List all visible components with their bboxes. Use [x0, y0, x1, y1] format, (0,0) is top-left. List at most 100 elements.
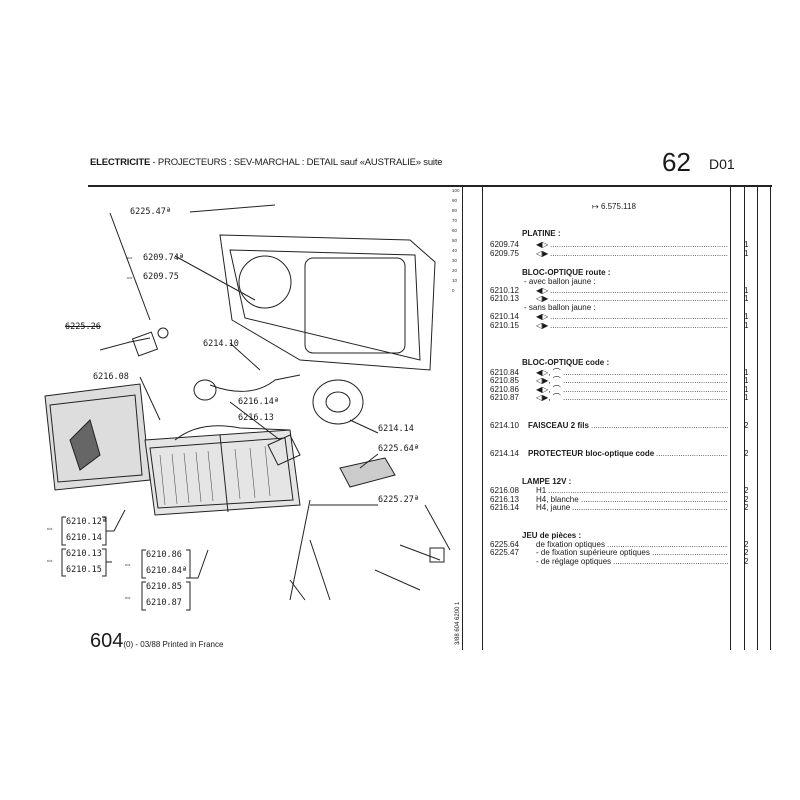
leader-dots: ........................................…	[572, 503, 728, 512]
leader-dots: ........................................…	[563, 376, 728, 385]
page-subcode: D01	[709, 156, 735, 172]
part-description: ◀▷	[536, 312, 549, 321]
callout-label: 6214.14	[378, 424, 414, 434]
quantity: 2	[744, 486, 749, 495]
part-description: H4, blanche	[536, 495, 579, 504]
part-number: 6209.74	[490, 240, 519, 249]
reference-number: 6.575.118	[600, 202, 636, 211]
callout-label: 6216.14ª	[238, 397, 279, 407]
leader-dots: ........................................…	[613, 557, 728, 566]
callout-label: 6225.26	[65, 322, 101, 332]
part-number: 6210.85	[490, 376, 519, 385]
quantity: 2	[744, 557, 749, 566]
leader-dots: ........................................…	[563, 368, 728, 377]
arrow-icon: ⇔	[125, 272, 134, 282]
part-number: 6216.13	[490, 495, 519, 504]
part-number: 6210.87	[490, 393, 519, 402]
leader-dots: ........................................…	[607, 540, 728, 549]
footer-text: (0) - 03/88 Printed in France	[123, 640, 224, 649]
lamp-hole	[238, 255, 292, 309]
part-description: FAISCEAU 2 fils	[528, 421, 589, 430]
scale-mark: 20	[452, 268, 458, 273]
quantity: 2	[744, 495, 749, 504]
callout-label: 6210.87	[146, 598, 182, 608]
part-description: H1	[536, 486, 547, 495]
lamp-h4	[267, 434, 301, 466]
callout-label: 6210.15	[66, 565, 102, 575]
quantity: 2	[744, 503, 749, 512]
callout-label: 6209.74ª	[143, 253, 184, 263]
part-description: - de fixation supérieure optiques	[536, 548, 650, 557]
part-number: 6210.13	[490, 294, 519, 303]
section-heading: - sans ballon jaune :	[524, 303, 596, 312]
callout-label: 6210.14	[66, 533, 102, 543]
leader-dots: ........................................…	[550, 294, 728, 303]
side-code: 3/88 604 6200 1	[455, 601, 461, 645]
quantity: 1	[744, 321, 749, 330]
callout-label: 6210.84ª	[146, 566, 187, 576]
quantity: 1	[744, 376, 749, 385]
arrow-icon: ⇔	[123, 559, 132, 569]
leader-dots: ........................................…	[550, 321, 728, 330]
arrow-icon: ⇔	[45, 523, 54, 533]
table-left-border	[482, 186, 483, 650]
page-title: ELECTRICITE - PROJECTEURS : SEV-MARCHAL …	[90, 157, 443, 168]
part-number: 6216.08	[490, 486, 519, 495]
callout-label: 6225.64ª	[378, 444, 419, 454]
leader-dots: ........................................…	[656, 449, 728, 458]
part-description: ◀▷	[536, 240, 549, 249]
callout-label: 6209.75	[143, 272, 179, 282]
section-heading: LAMPE 12V :	[522, 477, 572, 486]
part-description: ◁▶	[536, 321, 549, 330]
leader-dots: ........................................…	[591, 421, 728, 430]
leader-dots: ........................................…	[550, 312, 728, 321]
part-description: ◁▶	[536, 249, 549, 258]
part-number: 6210.15	[490, 321, 519, 330]
scale-mark: 10	[452, 278, 458, 283]
arrow-right-icon: ↦	[592, 202, 599, 211]
leader-dots: ........................................…	[550, 240, 728, 249]
leader-dots: ........................................…	[581, 495, 728, 504]
part-number: 6210.14	[490, 312, 519, 321]
protector	[312, 379, 364, 425]
scale-mark: 70	[452, 218, 458, 223]
page-number: 62	[662, 147, 691, 177]
column-border	[757, 186, 758, 650]
platine-frame	[219, 234, 436, 371]
quantity: 2	[744, 449, 749, 458]
footer: 604(0) - 03/88 Printed in France	[90, 630, 223, 653]
title-rest: - PROJECTEURS : SEV-MARCHAL : DETAIL sau…	[150, 157, 443, 168]
scale-rule	[462, 186, 463, 650]
quantity: 2	[744, 548, 749, 557]
arrow-icon: ⇔	[45, 555, 54, 565]
kit-box	[339, 457, 396, 488]
part-number: 6214.14	[490, 449, 519, 458]
leader-dots: ........................................…	[563, 385, 728, 394]
header-rule	[88, 185, 772, 187]
footer-model: 604	[90, 630, 124, 652]
leader-dots: ........................................…	[548, 486, 728, 495]
callout-label: 6216.13	[238, 413, 274, 423]
quantity: 1	[744, 393, 749, 402]
leader-dots: ........................................…	[550, 249, 728, 258]
part-description: ◀▷	[536, 286, 549, 295]
arrow-icon: ⇔	[125, 252, 134, 262]
callout-label: 6210.85	[146, 582, 182, 592]
scale-mark: 80	[452, 208, 458, 213]
wire-harness	[209, 374, 301, 392]
callout-label: 6210.86	[146, 550, 182, 560]
scale-mark: 0	[452, 288, 455, 293]
quantity: 1	[744, 240, 749, 249]
reference-line: ↦ 6.575.118	[592, 202, 636, 211]
part-number: 6214.10	[490, 421, 519, 430]
part-number: 6210.12	[490, 286, 519, 295]
quantity: 2	[744, 421, 749, 430]
part-description: de fixation optiques	[536, 540, 605, 549]
section-heading: BLOC-OPTIQUE route :	[522, 268, 611, 277]
section-heading: JEU de pièces :	[522, 531, 582, 540]
part-description: - de réglage optiques	[536, 557, 612, 566]
scale-mark: 90	[452, 198, 458, 203]
leader-dots: ........................................…	[652, 548, 728, 557]
part-description: ◁▶, ⌒	[536, 376, 561, 385]
quantity: 1	[744, 286, 749, 295]
